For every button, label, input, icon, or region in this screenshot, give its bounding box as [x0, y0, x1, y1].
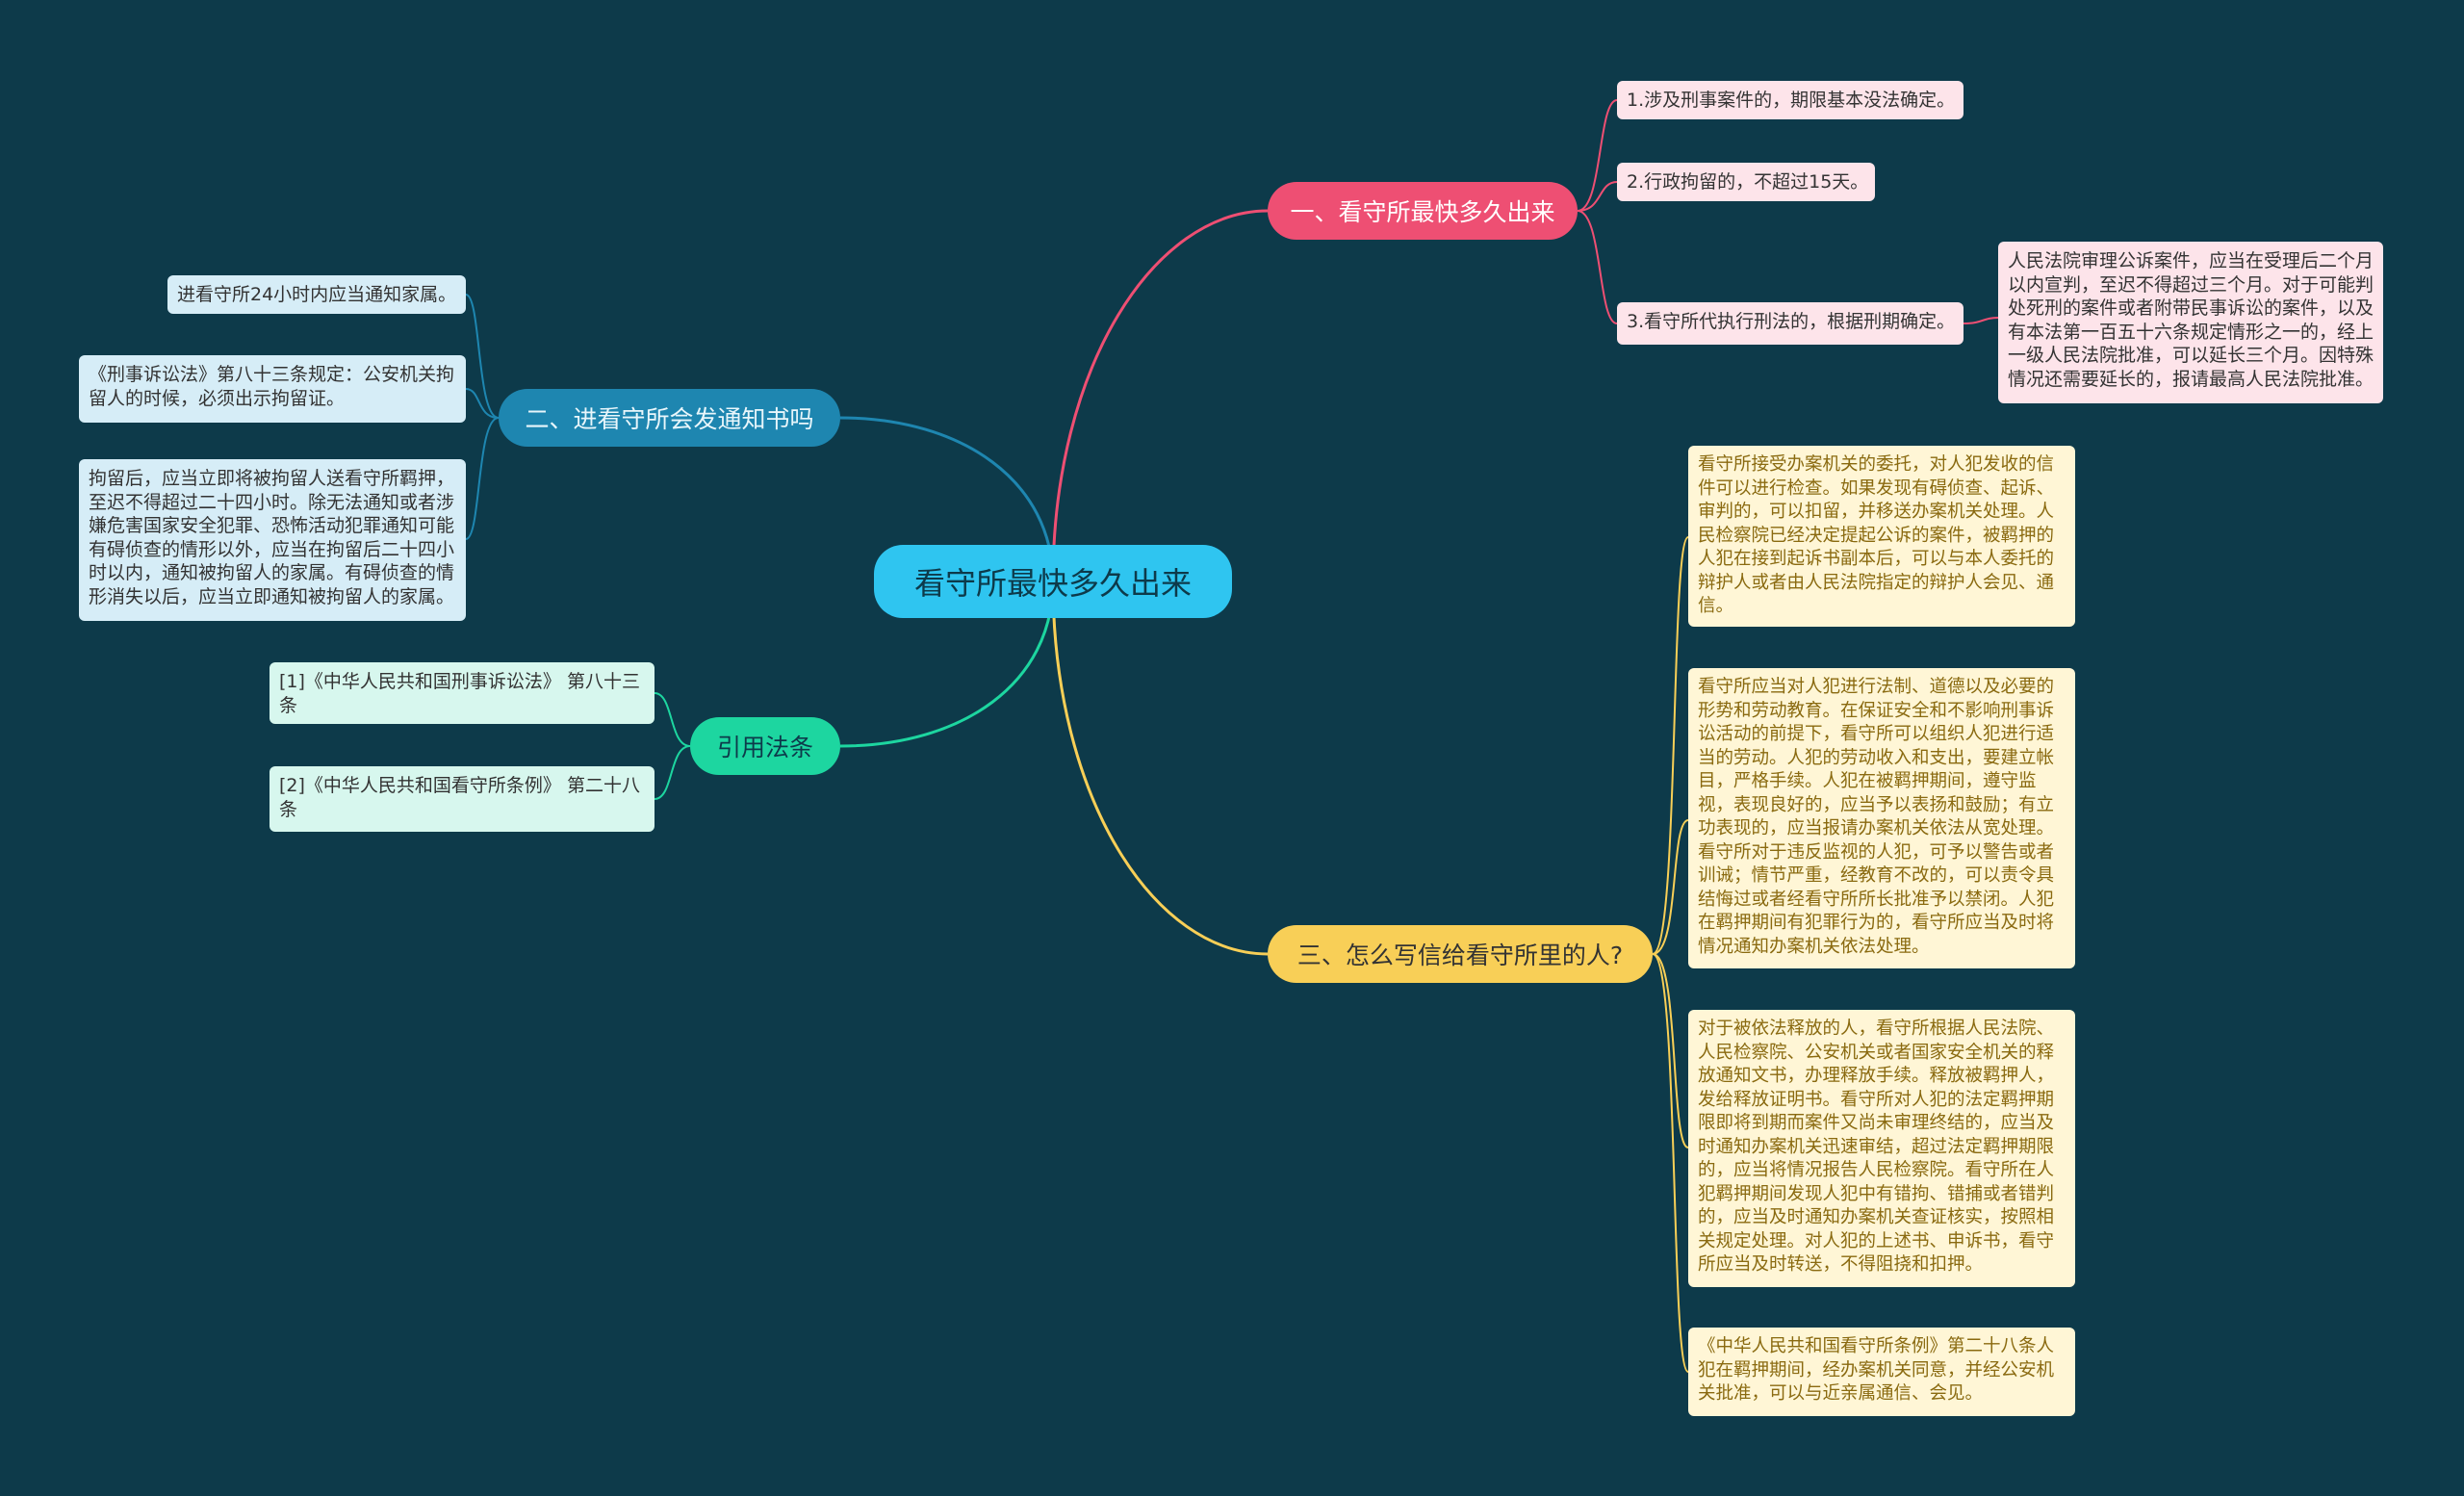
connector-b1-item2: [1577, 181, 1618, 212]
b1-item-sentence[interactable]: 3.看守所代执行刑法的，根据刑期确定。: [1617, 302, 1964, 345]
connector-b4-item2: [654, 745, 691, 800]
connector-b3-item4: [1652, 953, 1689, 1373]
b2-item-detention[interactable]: 拘留后，应当立即将被拘留人送看守所羁押，至迟不得超过二十四小时。除无法通知或者涉…: [79, 459, 466, 621]
b4-item-citation-1[interactable]: [1]《中华人民共和国刑事诉讼法》 第八十三条: [270, 662, 654, 724]
b3-item-regulation-28[interactable]: 《中华人民共和国看守所条例》第二十八条人犯在羁押期间，经办案机关同意，并经公安机…: [1688, 1328, 2075, 1416]
b3-item-release[interactable]: 对于被依法释放的人，看守所根据人民法院、人民检察院、公安机关或者国家安全机关的释…: [1688, 1010, 2075, 1287]
branch-notice[interactable]: 二、进看守所会发通知书吗: [499, 389, 840, 447]
root-topic[interactable]: 看守所最快多久出来: [874, 545, 1232, 618]
b1-item-admin[interactable]: 2.行政拘留的，不超过15天。: [1617, 163, 1875, 201]
connector-root-b4: [839, 580, 1055, 748]
connector-root-b3: [1051, 580, 1269, 956]
connector-root-b1: [1051, 209, 1269, 582]
connector-b2-item1: [465, 294, 500, 419]
connector-b2-item2: [465, 388, 500, 419]
b1-detail-trial[interactable]: 人民法院审理公诉案件，应当在受理后二个月以内宣判，至迟不得超过三个月。对于可能判…: [1998, 242, 2383, 403]
connector-b4-item1: [654, 692, 691, 747]
b2-item-law-83[interactable]: 《刑事诉讼法》第八十三条规定：公安机关拘留人的时候，必须出示拘留证。: [79, 355, 466, 423]
b3-item-letters[interactable]: 看守所接受办案机关的委托，对人犯发收的信件可以进行检查。如果发现有碍侦查、起诉、…: [1688, 446, 2075, 627]
connector-b3-item2: [1652, 819, 1689, 955]
connector-b1-item3: [1577, 210, 1618, 324]
connector-root-b2: [839, 416, 1055, 582]
branch-letter[interactable]: 三、怎么写信给看守所里的人?: [1268, 925, 1653, 983]
branch-citations[interactable]: 引用法条: [690, 717, 840, 775]
connector-b1-item1: [1577, 99, 1618, 212]
connector-b1-detail: [1963, 317, 1999, 324]
b1-item-criminal[interactable]: 1.涉及刑事案件的，期限基本没法确定。: [1617, 81, 1964, 119]
b2-item-24h[interactable]: 进看守所24小时内应当通知家属。: [167, 275, 466, 314]
connector-b2-item3: [465, 417, 500, 540]
b3-item-education[interactable]: 看守所应当对人犯进行法制、道德以及必要的形势和劳动教育。在保证安全和不影响刑事诉…: [1688, 668, 2075, 968]
branch-how-long[interactable]: 一、看守所最快多久出来: [1268, 182, 1578, 240]
connector-b3-item3: [1652, 953, 1689, 1148]
b4-item-citation-2[interactable]: [2]《中华人民共和国看守所条例》 第二十八条: [270, 766, 654, 832]
connector-b3-item1: [1652, 536, 1689, 955]
